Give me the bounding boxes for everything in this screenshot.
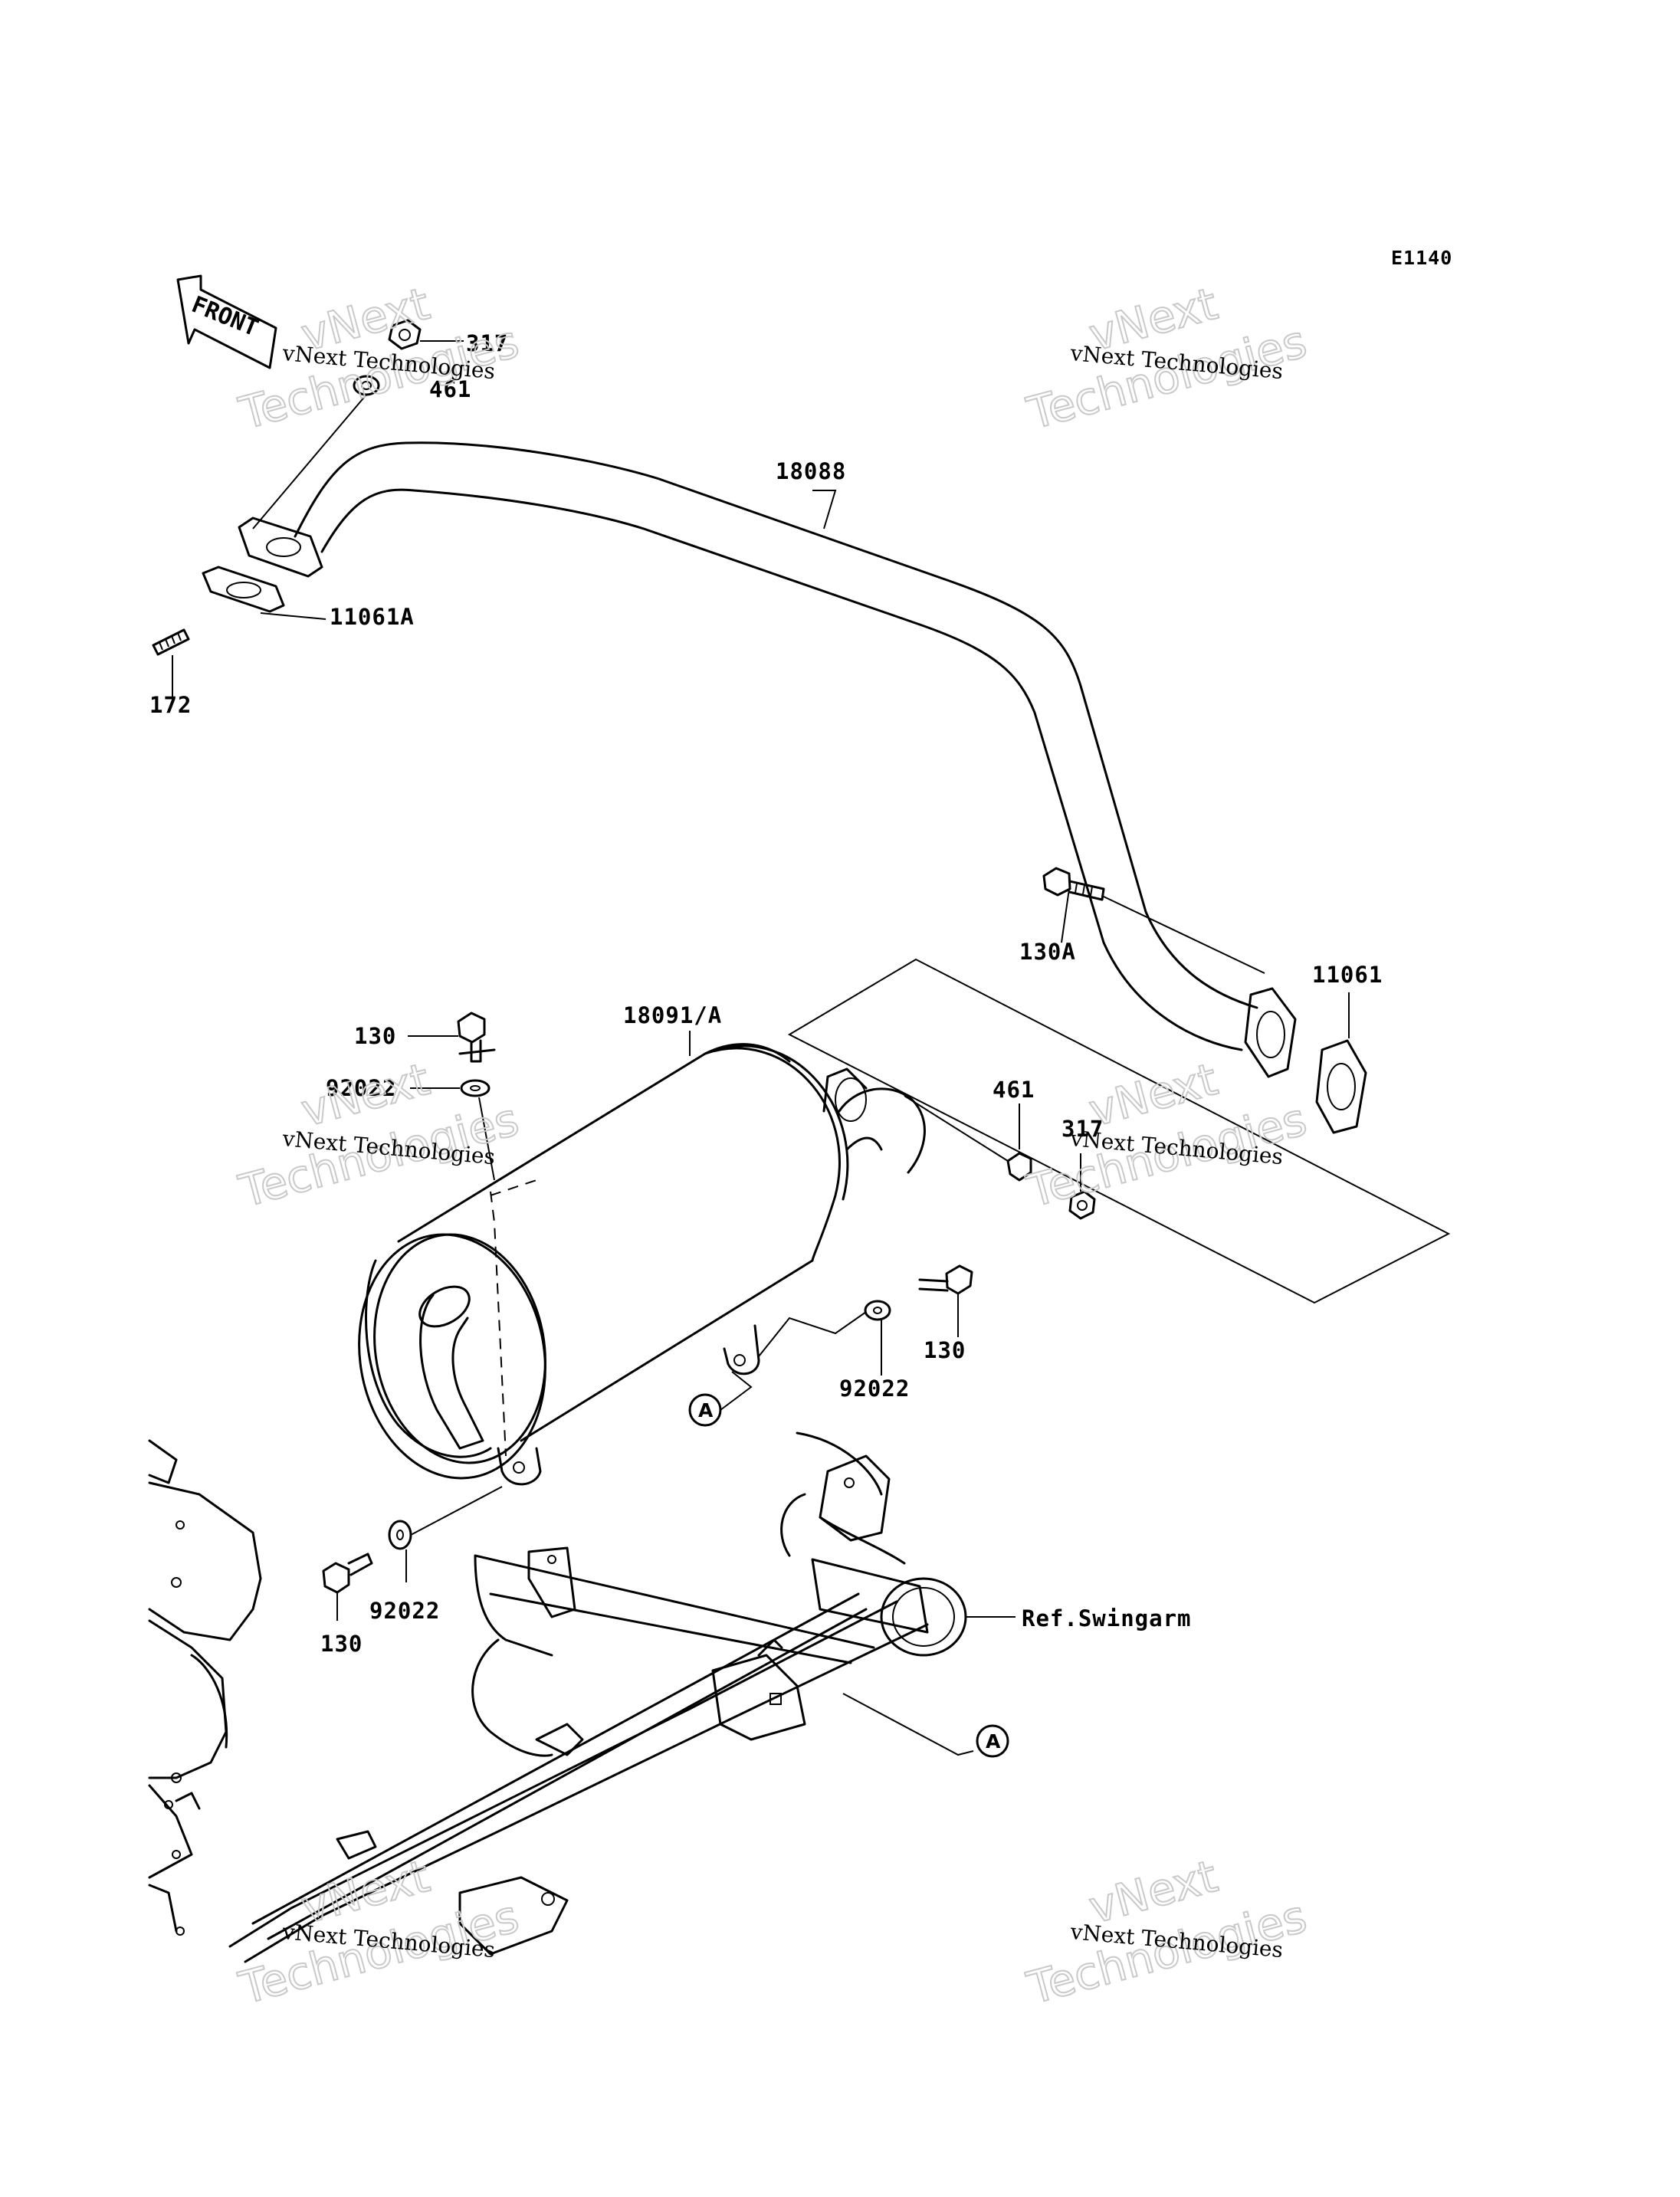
bolt-130a [1042, 867, 1105, 901]
muffler [358, 1043, 926, 1486]
label-317-top: 317 [466, 330, 508, 356]
label-172: 172 [149, 692, 192, 718]
label-461-mid: 461 [993, 1077, 1035, 1103]
label-11061: 11061 [1312, 962, 1383, 988]
label-ref-swingarm: Ref.Swingarm [1022, 1605, 1192, 1631]
bolt-130-right [918, 1264, 973, 1295]
washer-92022-top [460, 1079, 491, 1097]
front-label: FRONT [188, 291, 262, 342]
washer-92022-bottom [388, 1520, 412, 1550]
label-92022-top: 92022 [326, 1075, 396, 1101]
watermark-mid-left: vNext Technologies vNext Technologies [233, 1052, 524, 1218]
svg-text:A: A [986, 1730, 1001, 1753]
gasket-11061 [1315, 1039, 1367, 1134]
ref-marker-a-bottom: A [976, 1724, 1009, 1758]
watermark-top-left: vNext Technologies vNext Technologies [233, 277, 524, 441]
bolt-130-bottom [322, 1553, 373, 1594]
label-18091a: 18091/A [623, 1002, 722, 1028]
swingarm-frame [148, 1431, 967, 1963]
label-130-top: 130 [354, 1023, 396, 1049]
ref-marker-a-mid: A [688, 1393, 722, 1427]
stud-172 [152, 628, 190, 656]
mounting-plane [787, 958, 1451, 1304]
label-92022-right: 92022 [839, 1376, 910, 1402]
label-130-bottom: 130 [320, 1631, 363, 1657]
nut-317-mid [1068, 1190, 1096, 1220]
label-130-right: 130 [924, 1337, 966, 1363]
watermark-bottom-left: vNext Technologies vNext Technologies [233, 1849, 524, 2015]
watermark-top-right: vNext Technologies vNext Technologies [1021, 277, 1312, 441]
front-arrow-icon: FRONT [176, 274, 277, 369]
label-130a: 130A [1019, 939, 1076, 965]
label-92022-bottom: 92022 [369, 1598, 440, 1624]
exhaust-pipe [238, 441, 1297, 1078]
nut-317-top [388, 319, 422, 350]
bolt-130-top [457, 1012, 496, 1063]
watermark-bottom-right: vNext Technologies vNext Technologies [1021, 1849, 1312, 2015]
washer-92022-right [864, 1300, 891, 1321]
label-461-top: 461 [429, 376, 471, 402]
label-11061a: 11061A [330, 604, 415, 630]
washer-461-mid [1006, 1152, 1032, 1182]
label-317-mid: 317 [1061, 1116, 1104, 1142]
label-18088: 18088 [776, 458, 846, 484]
gasket-11061a [202, 566, 285, 613]
diagram-code: E1140 [1391, 247, 1452, 269]
svg-text:A: A [698, 1399, 714, 1421]
